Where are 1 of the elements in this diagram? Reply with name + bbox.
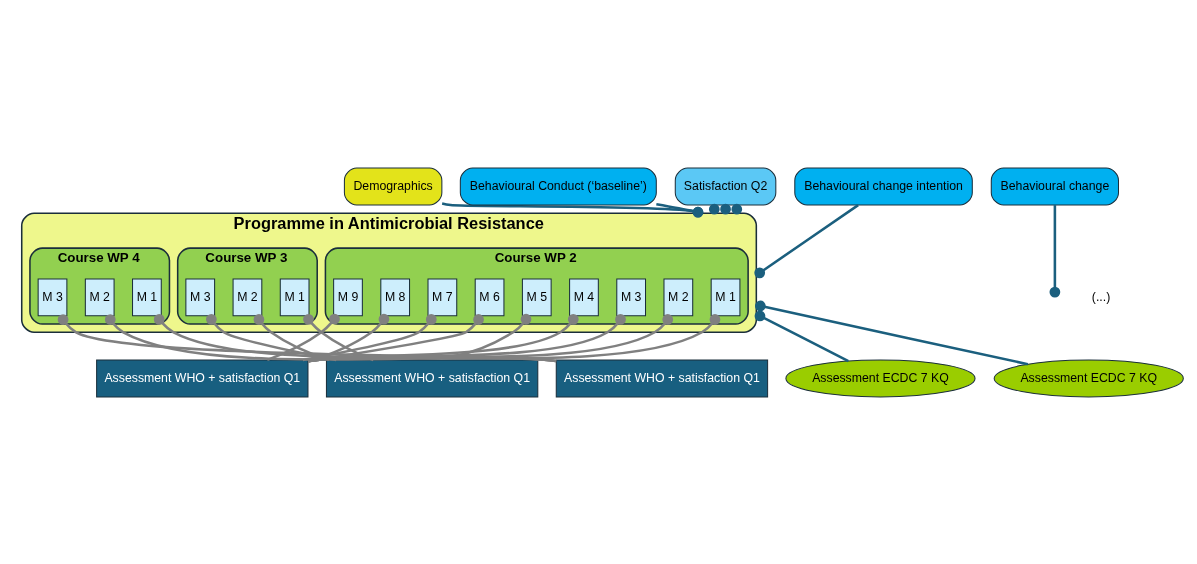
- label: (...): [1091, 289, 1111, 304]
